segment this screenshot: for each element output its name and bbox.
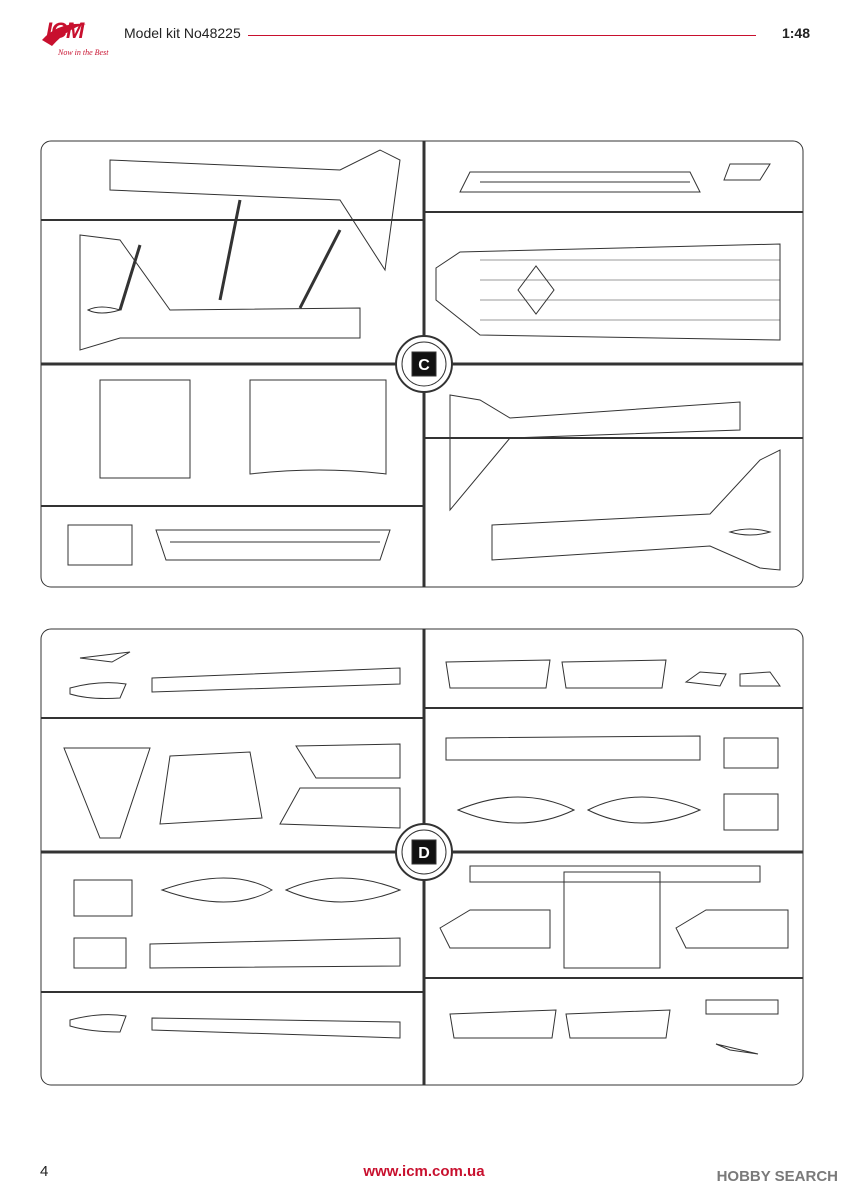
wing-strip-part-3 bbox=[151, 667, 401, 693]
rib-part-22 bbox=[439, 909, 551, 949]
disc-part-19 bbox=[284, 877, 402, 903]
wing-strip-part-11 bbox=[445, 735, 701, 761]
panel-part-17 bbox=[73, 879, 133, 917]
rib-part-24 bbox=[675, 909, 789, 949]
flap-part bbox=[459, 171, 701, 193]
part-29 bbox=[705, 999, 779, 1015]
header-divider bbox=[248, 35, 756, 36]
icm-logo: ICM Now in the Best bbox=[38, 18, 118, 64]
tail-boom-part bbox=[79, 234, 361, 351]
page-number: 4 bbox=[40, 1163, 49, 1180]
small-part-2 bbox=[69, 682, 127, 699]
panel-part-16 bbox=[723, 793, 779, 831]
sprue-hub-inner bbox=[401, 829, 447, 875]
small-part-25 bbox=[69, 1014, 127, 1033]
flap-part-10 bbox=[155, 529, 391, 561]
wing-strip-part-21 bbox=[149, 937, 401, 969]
wing-panel-part bbox=[435, 243, 781, 341]
watermark: HOBBY SEARCH bbox=[716, 1168, 838, 1185]
logo-tagline: Now in the Best bbox=[58, 48, 109, 57]
disc-part-18 bbox=[160, 877, 274, 903]
small-part-7 bbox=[739, 671, 781, 687]
sprue-d-drawing: D bbox=[40, 628, 804, 1086]
panel-part-20 bbox=[73, 937, 127, 969]
wing-strip-part-26 bbox=[151, 1017, 401, 1039]
spar-part bbox=[469, 865, 761, 883]
sprue-letter-badge bbox=[411, 351, 437, 377]
fin-part-8 bbox=[63, 747, 151, 839]
page-header: ICM Now in the Best Model kit No48225 1:… bbox=[0, 0, 848, 80]
panel-part-9 bbox=[67, 524, 133, 566]
panel-part-4 bbox=[445, 659, 551, 689]
fuselage-half-part bbox=[109, 149, 401, 272]
website-link[interactable]: www.icm.com.ua bbox=[363, 1163, 485, 1180]
sprue-letter-badge bbox=[411, 839, 437, 865]
panel-part-28 bbox=[565, 1009, 671, 1039]
panel-part-9 bbox=[159, 751, 263, 825]
panel-part-27 bbox=[449, 1009, 557, 1039]
sprue-d: D bbox=[40, 628, 804, 1086]
kit-title: Model kit No48225 bbox=[124, 25, 241, 41]
panel-part-8 bbox=[249, 379, 387, 475]
fuselage-half-part-2 bbox=[449, 394, 741, 512]
panel-part-6 bbox=[99, 379, 191, 479]
disc-part-15 bbox=[586, 796, 702, 824]
scale-label: 1:48 bbox=[781, 25, 810, 41]
panel-part-12 bbox=[723, 737, 779, 769]
sprue-gates bbox=[118, 199, 342, 311]
panel-part-5 bbox=[561, 659, 667, 689]
sprue-c-drawing: C bbox=[40, 140, 804, 588]
frame-part-23 bbox=[563, 871, 661, 969]
sprue-letter: C bbox=[418, 357, 430, 374]
logo-word: ICM bbox=[46, 18, 84, 43]
sprue-frame bbox=[40, 628, 804, 1086]
nozzle-detail bbox=[86, 306, 122, 314]
small-part-30 bbox=[715, 1043, 759, 1055]
disc-part-14 bbox=[456, 796, 576, 824]
diamond-detail bbox=[517, 265, 555, 315]
nozzle-detail-2 bbox=[728, 528, 772, 536]
rib-part-13 bbox=[279, 787, 401, 829]
fuselage-tail-part bbox=[491, 449, 781, 571]
logo-swoosh-icon bbox=[42, 23, 86, 46]
sprue-c: C bbox=[40, 140, 804, 588]
small-part-6 bbox=[684, 671, 727, 687]
small-part-1 bbox=[79, 651, 131, 663]
sprue-hub-inner bbox=[401, 341, 447, 387]
rib-part-10 bbox=[295, 743, 401, 779]
sprue-letter: D bbox=[418, 845, 430, 862]
small-part-3 bbox=[723, 163, 771, 181]
wing-panel-grid bbox=[480, 259, 780, 321]
